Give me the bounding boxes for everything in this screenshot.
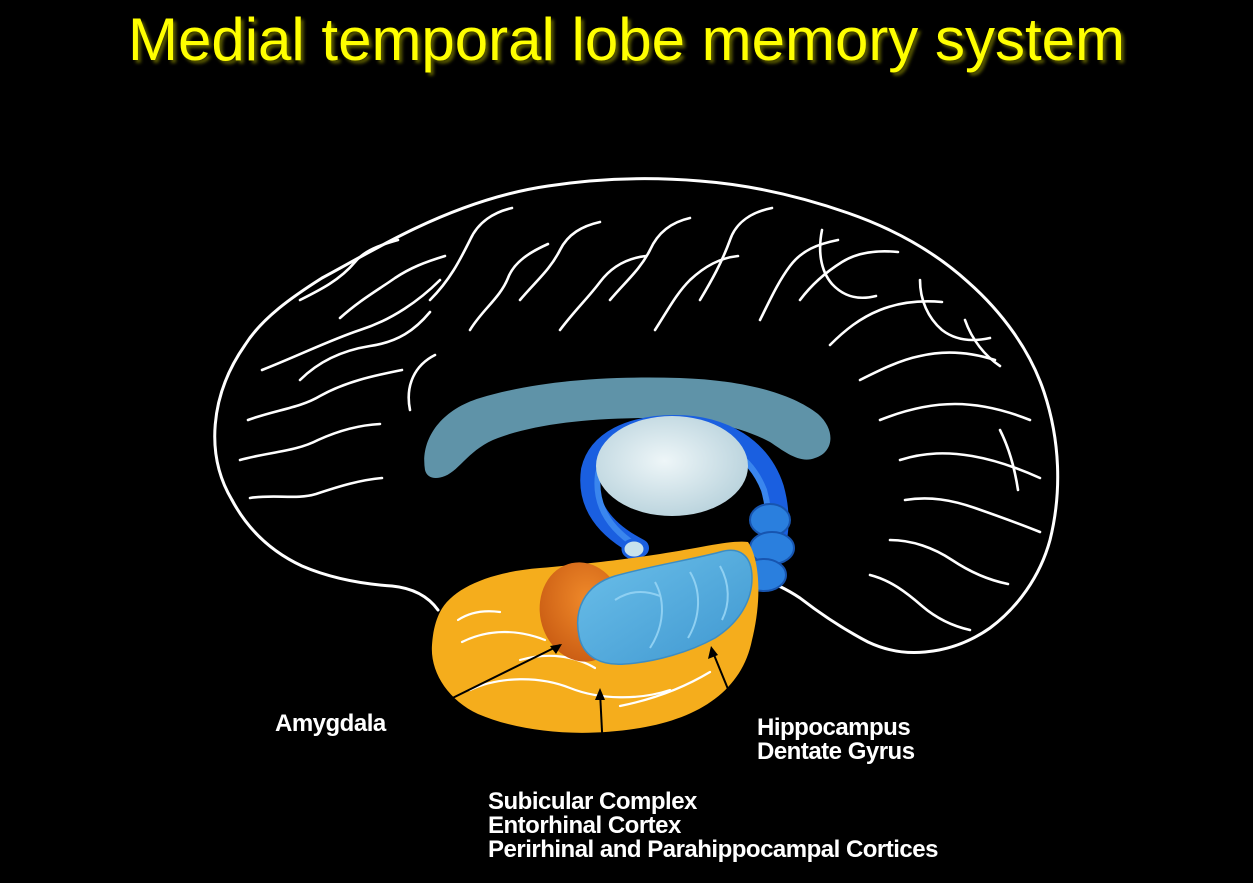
dentate-gyrus-label-line: Dentate Gyrus bbox=[757, 738, 915, 765]
hippocampus-label: Hippocampus Dentate Gyrus bbox=[757, 716, 915, 764]
cortices-label: Subicular Complex Entorhinal Cortex Peri… bbox=[488, 790, 938, 862]
pointer-lines bbox=[411, 644, 747, 771]
hippocampus-pointer bbox=[711, 649, 747, 734]
entorhinal-cortex-label: Entorhinal Cortex bbox=[488, 812, 681, 839]
amygdala-pointer bbox=[411, 644, 561, 719]
subicular-complex-label: Subicular Complex bbox=[488, 788, 697, 815]
brain-outline bbox=[213, 177, 1060, 654]
thalamus bbox=[596, 416, 748, 516]
cortices-pointer bbox=[599, 691, 605, 771]
amygdala-label: Amygdala bbox=[275, 710, 386, 737]
slide-title: Medial temporal lobe memory system bbox=[127, 6, 1125, 73]
corpus-callosum bbox=[424, 377, 831, 478]
parahippocampal-sulci bbox=[456, 610, 712, 708]
hippocampus-label-line-1: Hippocampus bbox=[757, 714, 911, 741]
brain-sulci bbox=[238, 206, 1042, 632]
mammillary-body bbox=[621, 538, 647, 560]
hippocampus-folds bbox=[614, 565, 729, 649]
hippocampus-shape bbox=[576, 549, 753, 665]
pointer-arrowheads bbox=[550, 644, 718, 700]
perirhinal-parahippocampal-label: Perirhinal and Parahippocampal Cortices bbox=[488, 836, 938, 863]
